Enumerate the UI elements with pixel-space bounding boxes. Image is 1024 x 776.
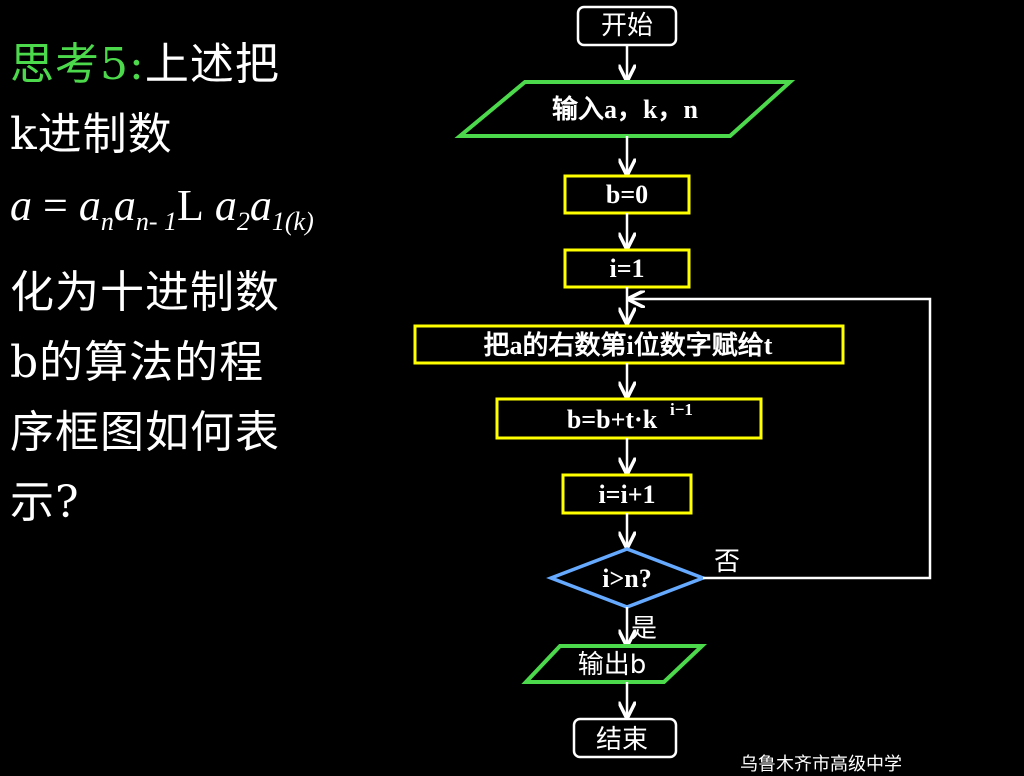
- question-line-2: k进制数: [10, 109, 173, 160]
- update-b-node: [495, 397, 763, 440]
- init-i-label: i=1: [609, 254, 644, 283]
- condition-label: i>n?: [602, 564, 652, 593]
- footer-school-name: 乌鲁木齐市高级中学: [740, 754, 902, 775]
- update-b-label: b=b+t·k: [567, 405, 658, 434]
- formula-sub-2: 2: [236, 206, 250, 236]
- inc-i-label: i=i+1: [598, 480, 655, 509]
- question-line-5: b的算法的程: [10, 336, 265, 388]
- end-label: 结束: [596, 725, 648, 755]
- assign-t-node: [413, 324, 845, 365]
- end-node: [572, 717, 678, 759]
- question-line-6: 序框图如何表: [10, 406, 280, 458]
- formula-a2: a: [214, 181, 237, 230]
- formula-a: a: [10, 181, 32, 230]
- input-node: [454, 80, 796, 138]
- question-text: 思考5:上述把 k进制数 a = anan- 1L a2a1(k) 化为十进制数…: [10, 30, 390, 538]
- update-b-base: b=b+t·k: [567, 405, 658, 434]
- assign-t-label: 把a的右数第i位数字赋给t: [484, 330, 773, 360]
- question-line-4: 化为十进制数: [10, 266, 280, 318]
- formula-sub-1k: 1(k): [271, 206, 314, 236]
- output-label: 输出b: [578, 650, 647, 680]
- formula-a1: a: [249, 181, 272, 230]
- question-line-1: 思考5:上述把: [10, 30, 390, 100]
- start-label: 开始: [601, 11, 653, 41]
- update-b-exponent: i−1: [670, 400, 693, 419]
- question-prefix: 思考5:: [10, 39, 145, 90]
- init-i-node: [563, 248, 691, 289]
- formula: a = anan- 1L a2a1(k): [10, 170, 390, 258]
- no-label: 否: [714, 547, 740, 577]
- output-node: [521, 644, 708, 684]
- yes-label: 是: [631, 614, 657, 644]
- question-line-1-rest: 上述把: [144, 39, 280, 90]
- formula-eq: =: [43, 181, 68, 230]
- formula-an1: a: [113, 181, 136, 230]
- formula-sub-n: n: [100, 206, 114, 236]
- init-b-node: [563, 174, 691, 215]
- loop-back-line: [629, 299, 932, 580]
- init-b-label: b=0: [606, 180, 648, 209]
- question-line-7: 示?: [10, 476, 80, 528]
- formula-ellipsis: L: [177, 181, 204, 230]
- formula-sub-n1: n- 1: [135, 206, 177, 236]
- input-label: 输入a，k，n: [552, 94, 698, 124]
- formula-an: a: [78, 181, 101, 230]
